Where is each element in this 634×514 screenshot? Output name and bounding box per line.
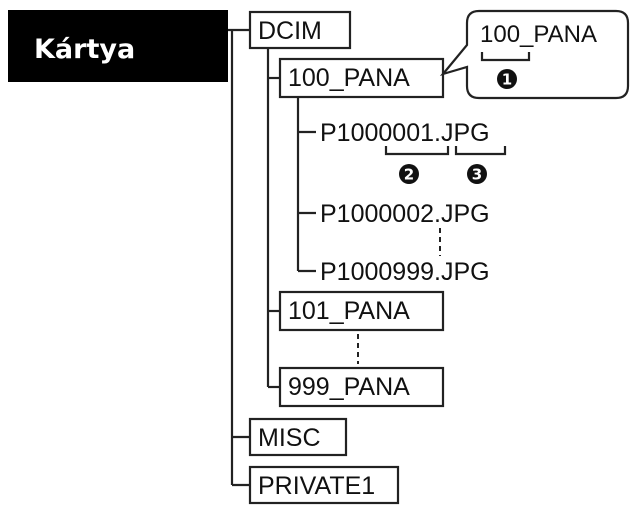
marker-1-label: 1 [502,71,512,89]
marker-2-icon [399,164,419,184]
dcim-folder-box [248,10,352,50]
extension-part-bracket [454,146,507,156]
private1-folder-label: PRIVATE1 [258,472,375,500]
root-card-box [8,10,228,82]
marker-1-icon [497,69,517,89]
file-p1000001-label: P1000001.JPG [320,119,490,147]
folder-101-pana-box [278,290,445,332]
folder-100-pana-box [278,57,445,99]
callout-bracket [480,52,531,62]
folder-999-pana-box [278,366,445,408]
file-p1000999-label: P1000999.JPG [320,258,490,286]
callout-bubble [439,9,630,100]
marker-3-icon [467,164,487,184]
number-part-bracket [384,146,450,156]
private1-folder-box [248,465,400,505]
misc-folder-label: MISC [258,424,321,452]
root-card-label: Kártya [34,34,135,65]
file-p1000002-label: P1000002.JPG [320,200,490,228]
marker-2-label: 2 [404,166,414,184]
marker-3-label: 3 [472,166,482,184]
folder-999-pana-label: 999_PANA [288,373,410,401]
folder-100-pana-label: 100_PANA [288,64,410,92]
callout-label: 100_PANA [480,21,597,48]
folder-101-pana-label: 101_PANA [288,297,410,325]
misc-folder-box [248,417,348,457]
dcim-folder-label: DCIM [258,17,322,45]
